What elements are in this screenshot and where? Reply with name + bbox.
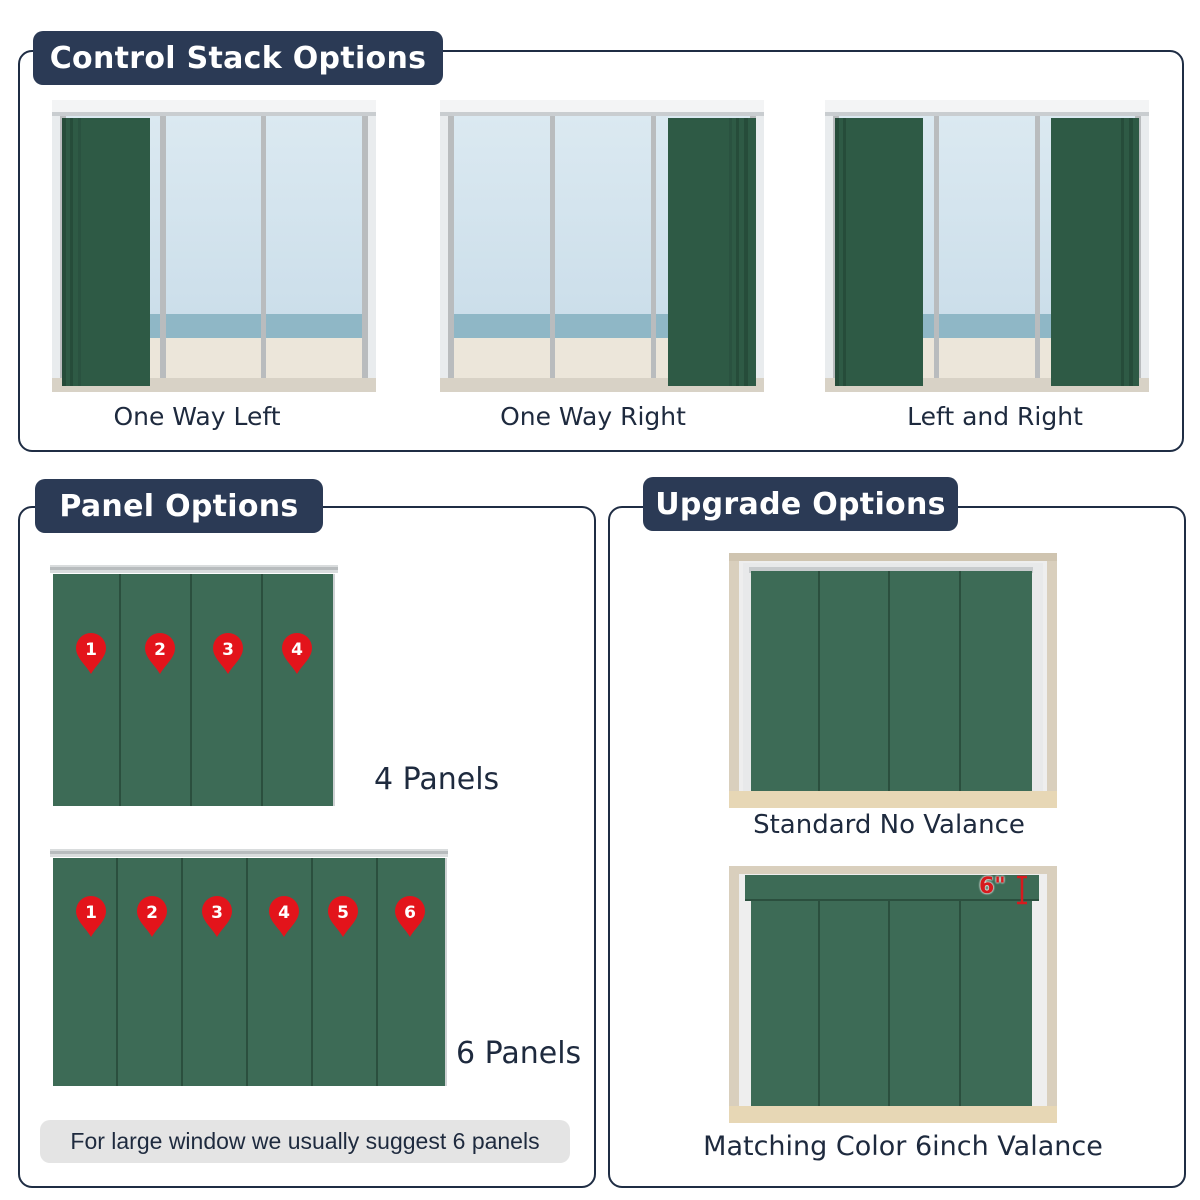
one-way-right-image	[440, 100, 764, 392]
svg-text:3: 3	[222, 640, 234, 660]
location-pin-icon: 4	[282, 633, 312, 674]
valance-height-marker: 6"	[979, 874, 1041, 906]
location-pin-icon: 6	[395, 896, 425, 937]
six-panels-image	[50, 849, 448, 1086]
location-pin-icon: 2	[145, 633, 175, 674]
svg-text:5: 5	[337, 903, 349, 923]
location-pin-icon: 1	[76, 633, 106, 674]
height-marker-icon	[1017, 875, 1027, 905]
standard-no-valance-label: Standard No Valance	[753, 810, 1025, 840]
svg-text:3: 3	[211, 903, 223, 923]
svg-text:1: 1	[85, 903, 97, 923]
control-stack-title: Control Stack Options	[33, 31, 443, 85]
four-panels-label: 4 Panels	[374, 762, 500, 797]
four-panels-image	[50, 565, 338, 806]
panel-options-title: Panel Options	[35, 479, 323, 533]
location-pin-icon: 5	[328, 896, 358, 937]
location-pin-icon: 3	[213, 633, 243, 674]
left-and-right-image	[825, 100, 1149, 392]
six-panel-suggestion-note: For large window we usually suggest 6 pa…	[40, 1120, 570, 1163]
location-pin-icon: 1	[76, 896, 106, 937]
left-and-right-label: Left and Right	[907, 402, 1083, 431]
location-pin-icon: 2	[137, 896, 167, 937]
svg-text:2: 2	[146, 903, 158, 923]
matching-color-valance-image	[729, 866, 1057, 1123]
location-pin-icon: 3	[202, 896, 232, 937]
standard-no-valance-image	[729, 553, 1057, 808]
one-way-left-label: One Way Left	[113, 402, 281, 431]
one-way-right-label: One Way Right	[500, 402, 686, 431]
svg-text:6: 6	[404, 903, 416, 923]
svg-text:4: 4	[291, 640, 303, 660]
location-pin-icon: 4	[269, 896, 299, 937]
one-way-left-image	[52, 100, 376, 392]
svg-text:2: 2	[154, 640, 166, 660]
matching-color-valance-label: Matching Color 6inch Valance	[703, 1131, 1103, 1162]
svg-text:1: 1	[85, 640, 97, 660]
six-panels-label: 6 Panels	[456, 1036, 582, 1071]
upgrade-options-title: Upgrade Options	[643, 477, 958, 531]
svg-text:4: 4	[278, 903, 290, 923]
valance-height-label: 6"	[979, 874, 1006, 899]
